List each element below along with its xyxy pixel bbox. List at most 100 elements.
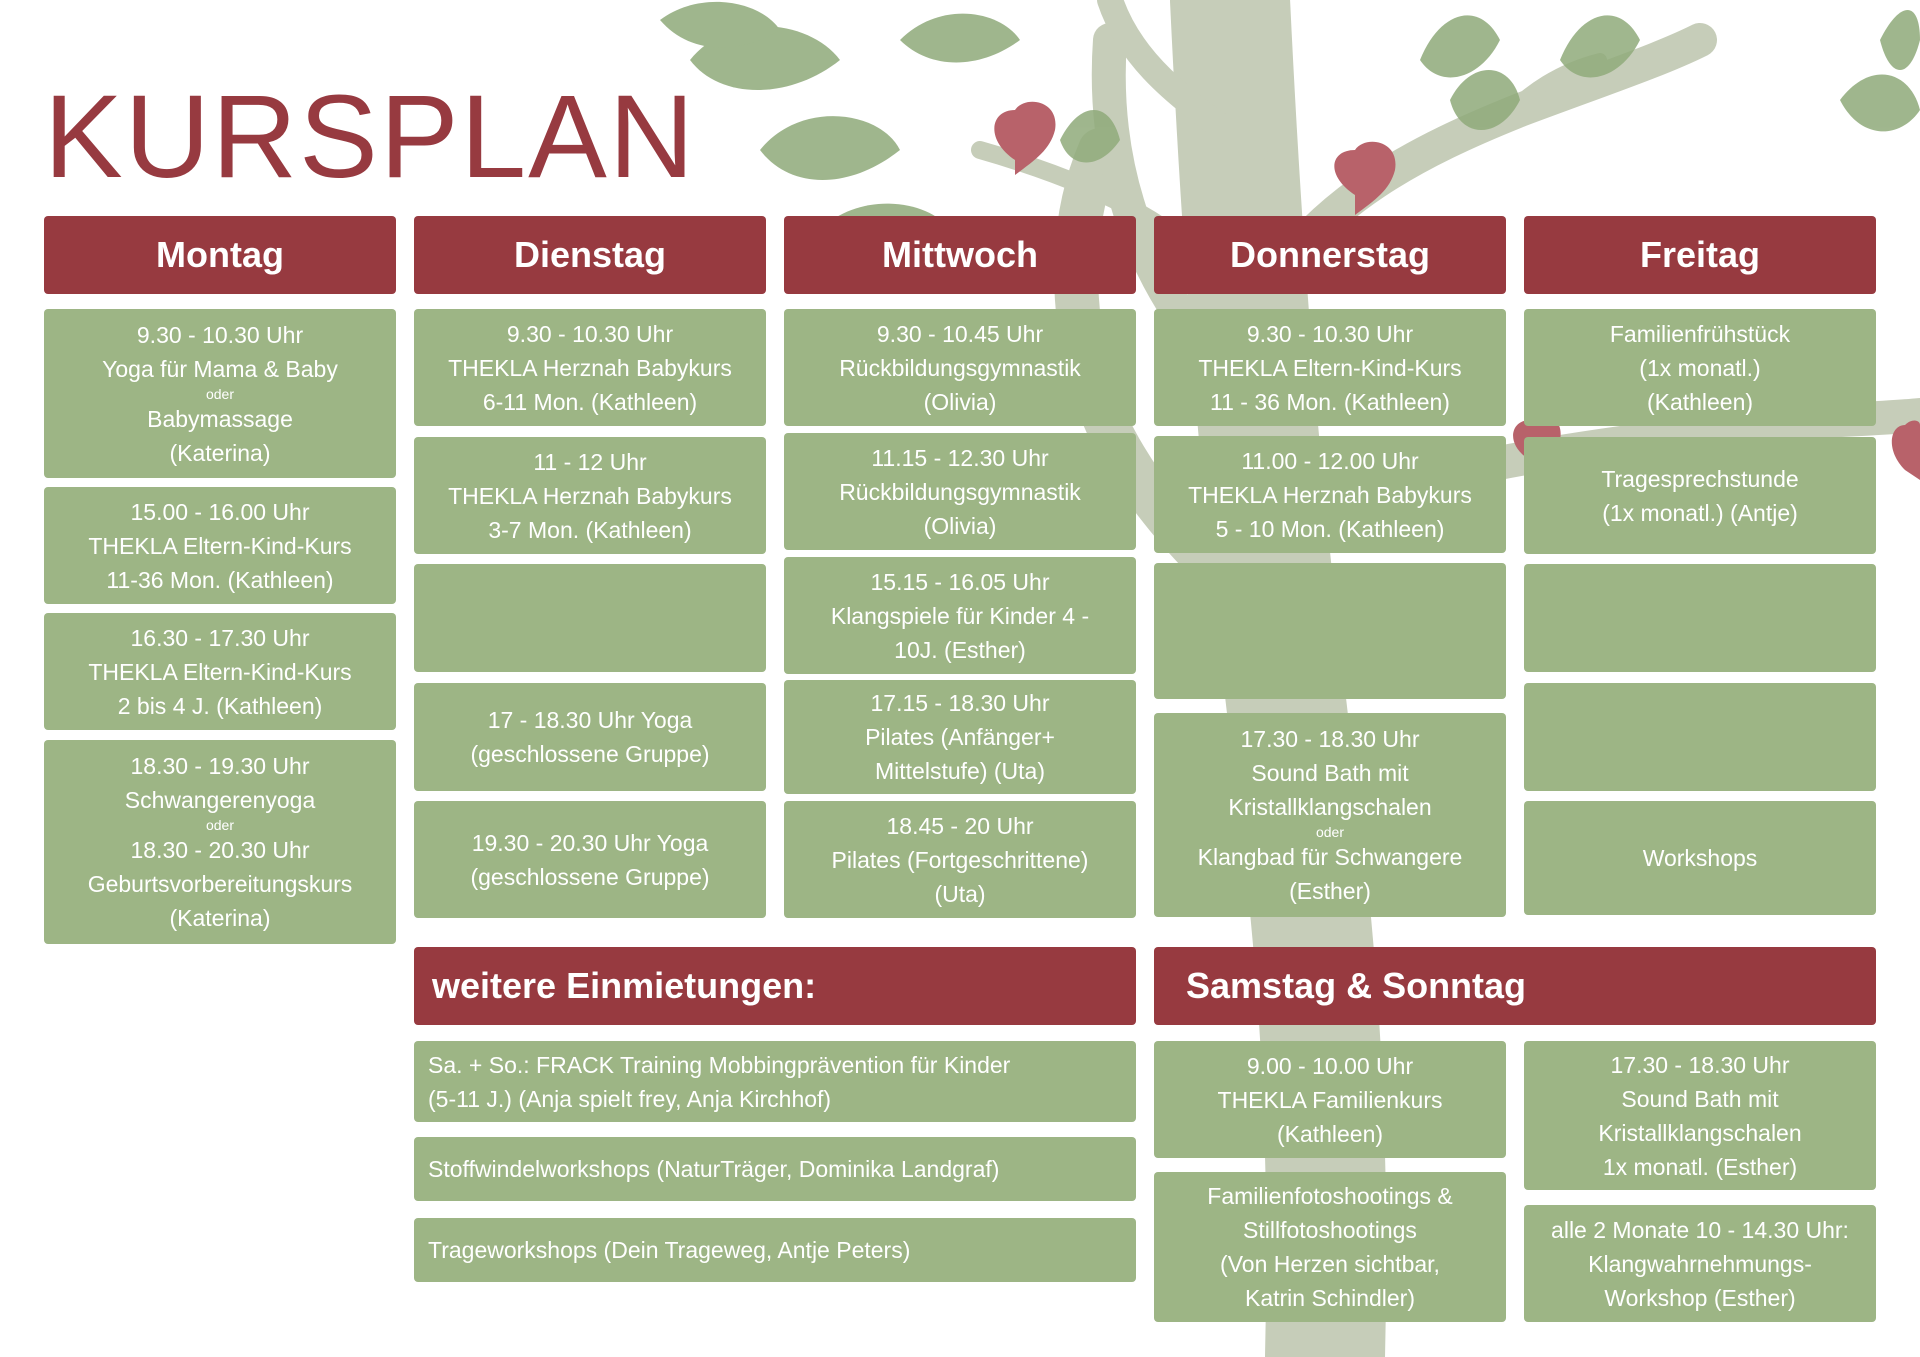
course-text: THEKLA Eltern-Kind-Kurs: [88, 658, 352, 685]
course-text: (Uta): [934, 880, 986, 907]
course-text: (Kathleen): [1276, 1120, 1384, 1147]
course-text: (Katerina): [169, 905, 271, 931]
course-text: 1x monatl. (Esther): [1602, 1153, 1798, 1180]
course-slot-mittwoch: 17.15 - 18.30 Uhr Pilates (Anfänger+ Mit…: [784, 680, 1136, 794]
course-text: 9.30 - 10.30 Uhr: [1246, 320, 1414, 347]
course-text: 11 - 36 Mon. (Kathleen): [1210, 388, 1450, 415]
course-text: 16.30 - 17.30 Uhr: [130, 624, 310, 651]
course-slot-freitag: Tragesprechstunde (1x monatl.) (Antje): [1524, 437, 1876, 554]
course-text: THEKLA Herznah Babykurs: [448, 482, 732, 509]
header-weitere-einmietungen: weitere Einmietungen:: [414, 947, 1136, 1025]
course-slot-freitag-empty: [1524, 564, 1876, 672]
course-slot-dienstag: 19.30 - 20.30 Uhr Yoga (geschlossene Gru…: [414, 801, 766, 918]
course-text: Stillfotoshootings: [1243, 1217, 1417, 1243]
course-text: Familienfotoshootings &: [1207, 1183, 1453, 1209]
course-text: 17.30 - 18.30 Uhr: [1610, 1051, 1790, 1078]
course-slot-dienstag-empty: [414, 564, 766, 672]
tree-branch: [1097, 0, 1268, 163]
page-title: KURSPLAN: [44, 71, 697, 203]
course-slot-dienstag: 9.30 - 10.30 Uhr THEKLA Herznah Babykurs…: [414, 309, 766, 426]
course-text: 18.30 - 20.30 Uhr: [130, 837, 310, 863]
course-slot-wochenende: Familienfotoshootings & Stillfotoshootin…: [1154, 1172, 1506, 1322]
oder-label: oder: [1315, 824, 1345, 840]
leaf: [660, 1, 780, 48]
course-text: Klangspiele für Kinder 4 -: [830, 602, 1090, 629]
course-text: THEKLA Herznah Babykurs: [448, 354, 732, 381]
course-slot-donnerstag: 11.00 - 12.00 Uhr THEKLA Herznah Babykur…: [1154, 436, 1506, 553]
leaf: [760, 116, 900, 180]
course-text: (Von Herzen sichtbar,: [1220, 1251, 1440, 1277]
course-text: 9.30 - 10.45 Uhr: [876, 320, 1044, 347]
course-text: 17.30 - 18.30 Uhr: [1240, 726, 1420, 752]
rental-text: Sa. + So.: FRACK Training Mobbingprävent…: [428, 1051, 1011, 1078]
course-slot-montag: 16.30 - 17.30 Uhr THEKLA Eltern-Kind-Kur…: [44, 613, 396, 730]
course-text: 11 - 12 Uhr: [533, 448, 647, 475]
course-slot-montag: 18.30 - 19.30 Uhr Schwangerenyoga oder 1…: [44, 740, 396, 944]
course-text: Babymassage: [147, 405, 293, 432]
course-text: 19.30 - 20.30 Uhr Yoga: [471, 829, 709, 856]
rental-item: Sa. + So.: FRACK Training Mobbingprävent…: [414, 1041, 1136, 1122]
course-text: Sound Bath mit: [1621, 1085, 1779, 1112]
course-text: Klangbad für Schwangere: [1197, 844, 1463, 870]
course-text: THEKLA Herznah Babykurs: [1188, 481, 1472, 508]
course-text: 2 bis 4 J. (Kathleen): [117, 692, 323, 719]
course-text: Tragesprechstunde: [1601, 465, 1799, 492]
header-montag: Montag: [44, 216, 396, 294]
course-text: 15.15 - 16.05 Uhr: [870, 568, 1050, 595]
header-dienstag: Dienstag: [414, 216, 766, 294]
course-text: Pilates (Fortgeschrittene): [831, 846, 1089, 873]
rental-text: (5-11 J.) (Anja spielt frey, Anja Kirchh…: [428, 1085, 832, 1112]
course-text: 15.00 - 16.00 Uhr: [130, 498, 310, 525]
course-text: 5 - 10 Mon. (Kathleen): [1215, 515, 1445, 542]
header-freitag: Freitag: [1524, 216, 1876, 294]
course-text: Katrin Schindler): [1244, 1285, 1416, 1311]
course-slot-montag: 15.00 - 16.00 Uhr THEKLA Eltern-Kind-Kur…: [44, 487, 396, 604]
heart: [1891, 420, 1920, 480]
course-slot-wochenende: alle 2 Monate 10 - 14.30 Uhr: Klangwahrn…: [1524, 1205, 1876, 1322]
course-text: Workshops: [1642, 845, 1758, 871]
course-text: Rückbildungsgymnastik: [839, 354, 1081, 381]
course-text: (geschlossene Gruppe): [470, 741, 710, 767]
oder-label: oder: [205, 817, 235, 833]
course-text: 18.45 - 20 Uhr: [886, 812, 1034, 839]
course-text: 17 - 18.30 Uhr Yoga: [487, 707, 693, 733]
course-text: Schwangerenyoga: [124, 787, 316, 813]
course-text: 9.00 - 10.00 Uhr: [1246, 1052, 1414, 1079]
leaf: [1420, 15, 1500, 78]
header-mittwoch: Mittwoch: [784, 216, 1136, 294]
course-text: (Kathleen): [1646, 388, 1754, 415]
course-text: Rückbildungsgymnastik: [839, 478, 1081, 505]
course-text: THEKLA Familienkurs: [1217, 1086, 1443, 1113]
course-slot-wochenende: 17.30 - 18.30 Uhr Sound Bath mit Kristal…: [1524, 1041, 1876, 1190]
course-text: 9.30 - 10.30 Uhr: [506, 320, 674, 347]
course-text: (Esther): [1289, 878, 1371, 904]
course-slot-donnerstag: 17.30 - 18.30 Uhr Sound Bath mit Kristal…: [1154, 713, 1506, 917]
course-slot-donnerstag-empty: [1154, 563, 1506, 699]
course-slot-montag: 9.30 - 10.30 Uhr Yoga für Mama & Baby od…: [44, 309, 396, 478]
rental-text: Stoffwindelworkshops (NaturTräger, Domin…: [428, 1156, 1000, 1182]
course-text: 11.15 - 12.30 Uhr: [871, 444, 1049, 471]
rental-item: Stoffwindelworkshops (NaturTräger, Domin…: [414, 1137, 1136, 1201]
course-text: 11-36 Mon. (Kathleen): [106, 566, 334, 593]
course-text: 6-11 Mon. (Kathleen): [482, 388, 698, 415]
course-text: Geburtsvorbereitungskurs: [87, 871, 353, 897]
course-text: Familienfrühstück: [1609, 320, 1791, 347]
course-text: THEKLA Eltern-Kind-Kurs: [1198, 354, 1462, 381]
course-text: (Katerina): [169, 439, 271, 466]
course-slot-freitag: Familienfrühstück (1x monatl.) (Kathleen…: [1524, 309, 1876, 426]
course-slot-donnerstag: 9.30 - 10.30 Uhr THEKLA Eltern-Kind-Kurs…: [1154, 309, 1506, 426]
course-slot-freitag: Workshops: [1524, 801, 1876, 915]
course-slot-freitag-empty: [1524, 683, 1876, 791]
course-text: Klangwahrnehmungs-: [1588, 1250, 1812, 1277]
course-text: THEKLA Eltern-Kind-Kurs: [88, 532, 352, 559]
course-text: 3-7 Mon. (Kathleen): [488, 516, 692, 543]
course-text: Mittelstufe) (Uta): [875, 758, 1045, 784]
course-text: Sound Bath mit: [1251, 760, 1409, 786]
course-slot-dienstag: 11 - 12 Uhr THEKLA Herznah Babykurs 3-7 …: [414, 437, 766, 554]
leaf: [1450, 70, 1520, 130]
course-text: (geschlossene Gruppe): [470, 863, 710, 890]
course-slot-mittwoch: 15.15 - 16.05 Uhr Klangspiele für Kinder…: [784, 557, 1136, 674]
course-text: alle 2 Monate 10 - 14.30 Uhr:: [1551, 1216, 1849, 1243]
course-text: 18.30 - 19.30 Uhr: [130, 753, 310, 779]
course-text: (Olivia): [923, 388, 997, 415]
